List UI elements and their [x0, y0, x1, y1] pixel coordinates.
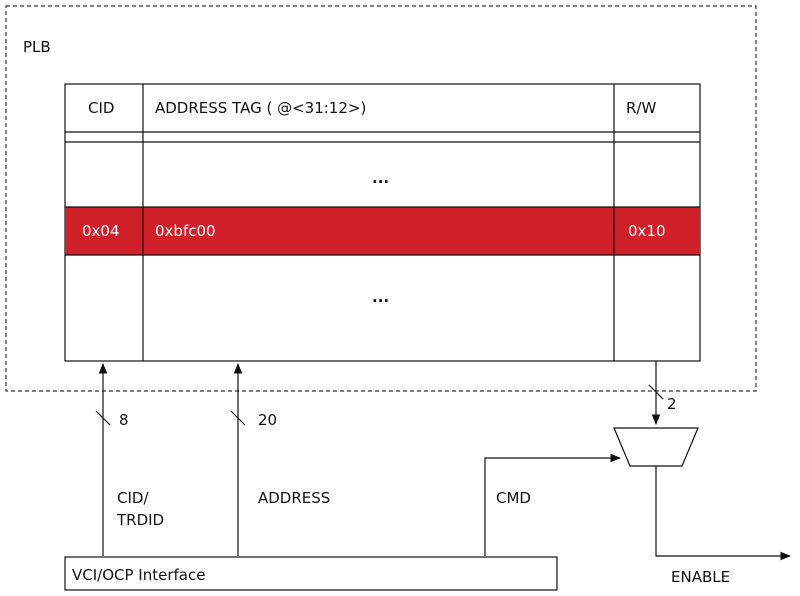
- ellipsis-bottom: ...: [372, 288, 389, 306]
- lookup-table: CID ADDRESS TAG ( @<31:12>) R/W ... ... …: [64, 83, 701, 362]
- row-address-value: 0xbfc00: [155, 222, 216, 240]
- header-cid: CID: [88, 99, 114, 117]
- address-bus-slash: [230, 410, 246, 426]
- highlight-row: [65, 207, 700, 255]
- row-rw-value: 0x10: [628, 222, 666, 240]
- header-rw: R/W: [626, 99, 656, 117]
- enable-signal-label: ENABLE: [671, 568, 730, 586]
- plb-frame: [5, 5, 757, 392]
- ellipsis-top: ...: [372, 169, 389, 187]
- row-cid-value: 0x04: [82, 222, 120, 240]
- cid-bus-width: 8: [119, 411, 129, 429]
- rw-bus-slash: [648, 384, 664, 400]
- plb-label: PLB: [23, 38, 51, 56]
- address-signal-label: ADDRESS: [258, 489, 330, 507]
- cid-bus-slash: [95, 410, 111, 426]
- address-bus-width: 20: [258, 411, 277, 429]
- cid-signal-label-2: TRDID: [116, 511, 164, 529]
- vci-ocp-interface-label: VCI/OCP Interface: [72, 566, 205, 584]
- rw-bus-width: 2: [667, 395, 677, 413]
- cmd-signal-label: CMD: [496, 489, 531, 507]
- header-address-tag: ADDRESS TAG ( @<31:12>): [155, 99, 366, 117]
- enable-line-arrow: [655, 466, 792, 561]
- cid-signal-label-1: CID/: [117, 489, 149, 507]
- vci-ocp-interface-box: [64, 556, 558, 591]
- cmd-line-arrow: [484, 453, 622, 556]
- mux-shape: [613, 427, 699, 467]
